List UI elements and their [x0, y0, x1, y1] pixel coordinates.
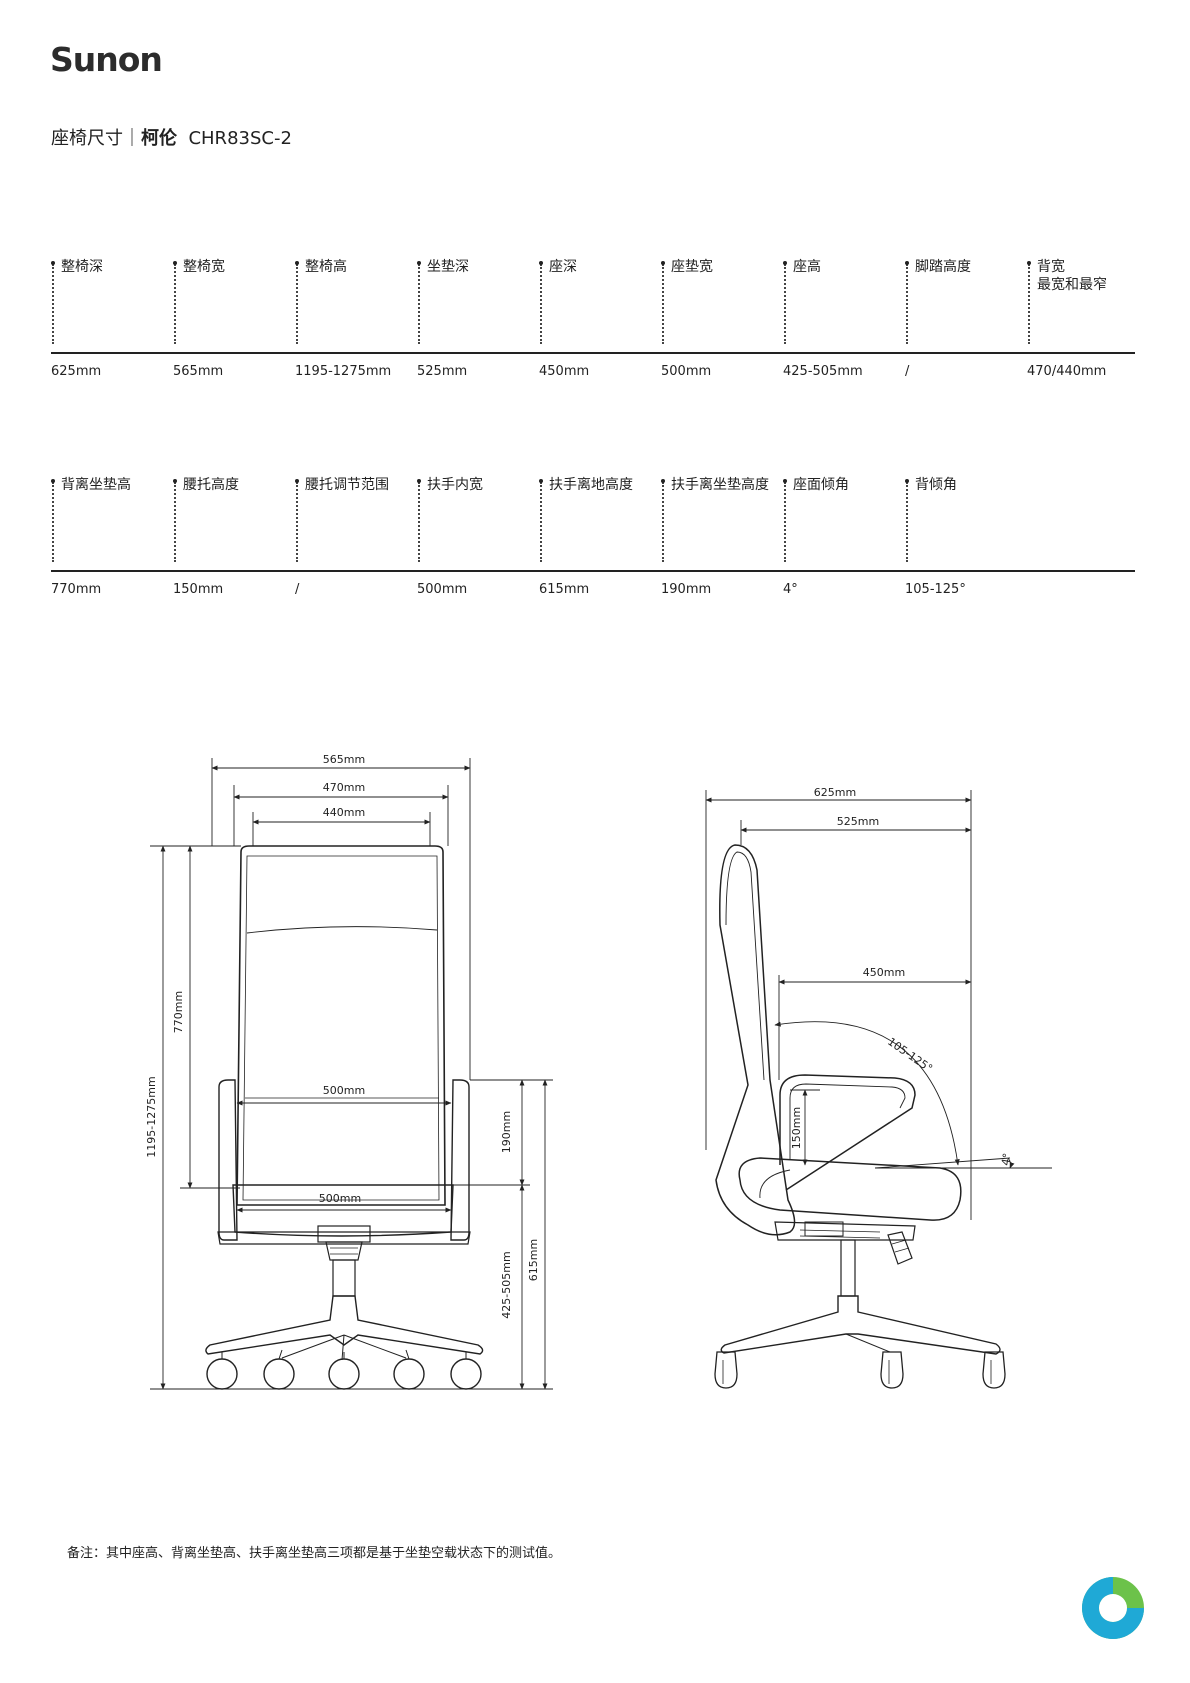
spec-value: 4° [783, 582, 798, 597]
page-title: 座椅尺寸｜柯伦 CHR83SC-2 [51, 124, 292, 150]
spec-headers: 整椅深 整椅宽 整椅高 坐垫深 座深 座垫宽 座高 脚踏高度 背宽最宽和最窄 [51, 258, 1135, 354]
title-model: CHR83SC-2 [188, 128, 292, 149]
spec-headers: 背离坐垫高 腰托高度 腰托调节范围 扶手内宽 扶手离地高度 扶手离坐垫高度 座面… [51, 476, 1135, 572]
dim-overall-depth: 625mm [814, 786, 856, 799]
spec-values: 770mm 150mm / 500mm 615mm 190mm 4° 105-1… [51, 582, 1135, 597]
dim-back-width-min: 440mm [323, 806, 365, 819]
spec-table-row1: 整椅深 整椅宽 整椅高 坐垫深 座深 座垫宽 座高 脚踏高度 背宽最宽和最窄 6… [51, 258, 1135, 379]
spec-header: 座面倾角 [783, 476, 905, 570]
spec-header: 扶手离坐垫高度 [661, 476, 783, 570]
dim-seat-width: 500mm [319, 1192, 361, 1205]
dim-back-width-max: 470mm [323, 781, 365, 794]
spec-header: 整椅宽 [173, 258, 295, 352]
spec-value: 470/440mm [1027, 364, 1107, 379]
spec-value: 625mm [51, 364, 102, 379]
footnote: 备注：其中座高、背离坐垫高、扶手离坐垫高三项都是基于坐垫空载状态下的测试值。 [67, 1546, 562, 1561]
spec-value: 565mm [173, 364, 224, 379]
spec-values: 625mm 565mm 1195-1275mm 525mm 450mm 500m… [51, 364, 1135, 379]
side-view-dimensions [705, 790, 1052, 1220]
dim-overall-width: 565mm [323, 753, 365, 766]
dim-armrest-inner-width: 500mm [323, 1084, 365, 1097]
spec-header: 背宽最宽和最窄 [1027, 258, 1149, 352]
spec-header: 腰托高度 [173, 476, 295, 570]
dim-armrest-to-seat: 190mm [500, 1111, 513, 1153]
spec-value: / [905, 364, 910, 379]
dim-lumbar-height: 150mm [790, 1107, 803, 1149]
spec-value: 425-505mm [783, 364, 863, 379]
front-view-chair [150, 845, 553, 1390]
spec-header: 扶手离地高度 [539, 476, 661, 570]
spec-header: 坐垫深 [417, 258, 539, 352]
brand-logo: Sunon [50, 40, 163, 79]
spec-value: 500mm [417, 582, 468, 597]
spec-header: 扶手内宽 [417, 476, 539, 570]
spec-value: / [295, 582, 300, 597]
spec-header: 腰托调节范围 [295, 476, 417, 570]
spec-table-row2: 背离坐垫高 腰托高度 腰托调节范围 扶手内宽 扶手离地高度 扶手离坐垫高度 座面… [51, 476, 1135, 597]
dim-seat-height: 425-505mm [500, 1251, 513, 1318]
spec-value: 525mm [417, 364, 468, 379]
brand-badge-icon [1082, 1577, 1144, 1639]
side-view-dim-labels: 625mm 525mm 450mm 105-125° 150mm 4° [790, 786, 1014, 1167]
front-view-dimensions [150, 758, 553, 1390]
dim-overall-height: 1195-1275mm [145, 1076, 158, 1157]
spec-header: 脚踏高度 [905, 258, 1027, 352]
spec-value: 105-125° [905, 582, 966, 597]
spec-header: 背离坐垫高 [51, 476, 173, 570]
spec-value: 450mm [539, 364, 590, 379]
dim-back-angle: 105-125° [885, 1035, 935, 1075]
spec-value: 1195-1275mm [295, 364, 392, 379]
spec-header: 座垫宽 [661, 258, 783, 352]
title-name: 柯伦 [141, 128, 177, 149]
spec-value: 150mm [173, 582, 224, 597]
dim-effective-depth: 450mm [863, 966, 905, 979]
spec-header: 背倾角 [905, 476, 1027, 570]
spec-header: 座深 [539, 258, 661, 352]
title-prefix: 座椅尺寸｜ [51, 128, 141, 149]
side-view-chair [714, 844, 1006, 1389]
spec-header: 整椅高 [295, 258, 417, 352]
spec-value: 770mm [51, 582, 102, 597]
spec-header: 座高 [783, 258, 905, 352]
front-view-dim-labels: 565mm 470mm 440mm 500mm 500mm 1195-1275m… [145, 753, 540, 1319]
spec-header: 整椅深 [51, 258, 173, 352]
dim-seat-depth: 525mm [837, 815, 879, 828]
dim-armrest-height: 615mm [527, 1239, 540, 1281]
spec-value: 615mm [539, 582, 590, 597]
spec-value: 190mm [661, 582, 712, 597]
spec-value: 500mm [661, 364, 712, 379]
dim-back-height: 770mm [172, 991, 185, 1033]
dim-seat-angle: 4° [999, 1152, 1014, 1167]
